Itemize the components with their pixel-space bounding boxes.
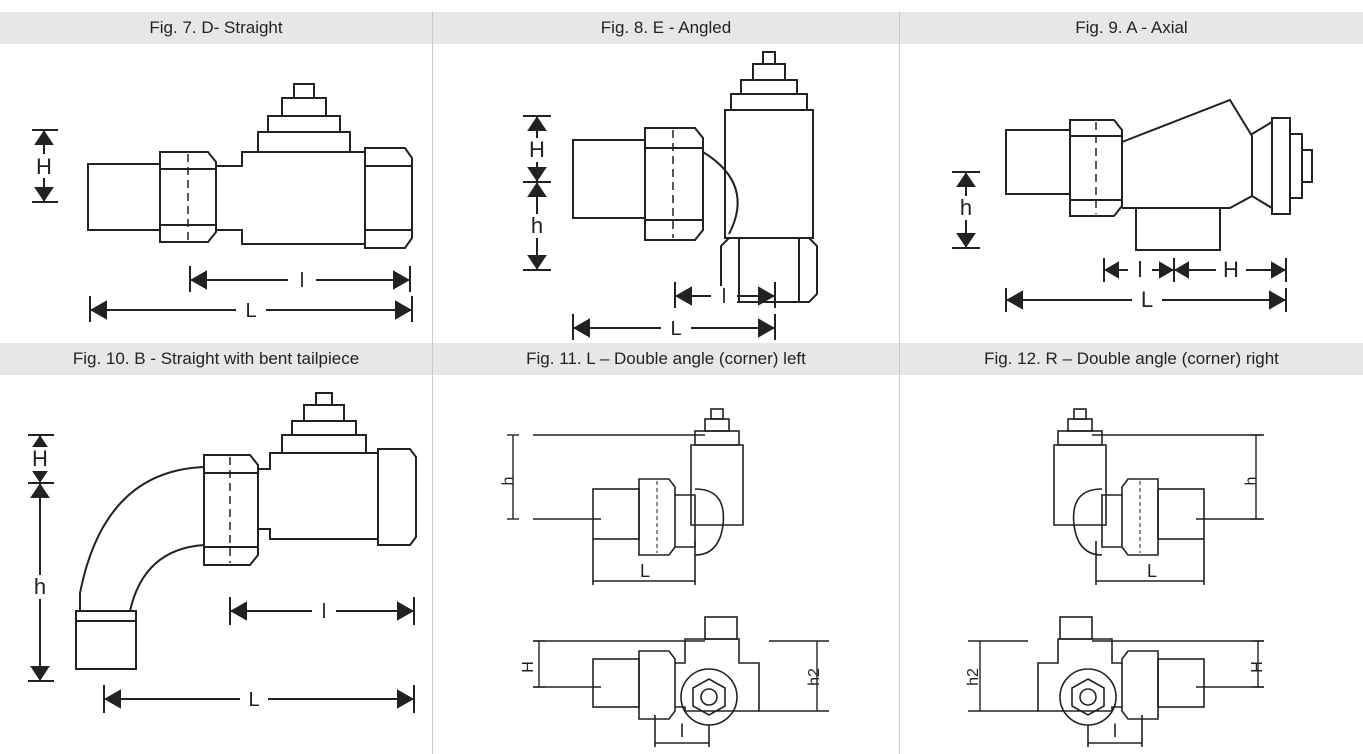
- dim-H: H: [36, 154, 52, 179]
- dim-l: l: [1113, 721, 1117, 741]
- dim-L: L: [1147, 561, 1157, 581]
- figure-7: Fig. 7. D- Straight: [0, 12, 432, 342]
- top-view-hex: [1059, 668, 1117, 726]
- top-view-hex: [680, 668, 738, 726]
- dim-h: h: [531, 213, 543, 238]
- bent-tailpiece-valve-drawing: H h l L: [26, 392, 417, 713]
- tailpiece: [572, 139, 646, 219]
- tailpiece-end: [75, 610, 137, 670]
- column-divider: [432, 12, 433, 754]
- figure-10: Fig. 10. B - Straight with bent tailpiec…: [0, 343, 432, 754]
- dim-L: L: [248, 689, 259, 711]
- figure-caption: Fig. 12. R – Double angle (corner) right: [900, 343, 1363, 375]
- elbow-curve: [702, 151, 739, 235]
- dim-h2: h2: [806, 668, 823, 686]
- bonnet: [257, 131, 351, 152]
- dim-L: L: [640, 561, 650, 581]
- tailpiece: [592, 658, 640, 708]
- outlet-hex: [720, 237, 818, 303]
- dim-H: H: [1223, 257, 1239, 282]
- double-angle-right-drawing: h L: [965, 408, 1266, 747]
- union-nut: [644, 127, 704, 241]
- tailpiece: [87, 163, 161, 231]
- dim-h: h: [960, 195, 972, 220]
- dim-h2: h2: [965, 668, 982, 686]
- tailpiece: [1157, 658, 1205, 708]
- figure-9: Fig. 9. A - Axial: [900, 12, 1363, 342]
- dim-H: H: [529, 137, 545, 162]
- figure-8: Fig. 8. E - Angled: [433, 12, 899, 342]
- bent-tail-inner: [129, 544, 205, 612]
- dim-h: h: [500, 477, 517, 486]
- dim-L: L: [670, 318, 681, 340]
- column-divider: [899, 12, 900, 754]
- valve-body: [258, 452, 379, 540]
- angled-valve-drawing: H h l L: [523, 51, 818, 340]
- tailpiece: [592, 488, 640, 540]
- dim-L: L: [1141, 287, 1153, 312]
- straight-valve-drawing: H l L: [30, 83, 413, 322]
- figure-caption: Fig. 9. A - Axial: [900, 12, 1363, 44]
- dim-l: l: [680, 721, 684, 741]
- valve-body: [216, 151, 366, 245]
- figure-11: Fig. 11. L – Double angle (corner) left: [433, 343, 899, 754]
- figure-caption: Fig. 11. L – Double angle (corner) left: [433, 343, 899, 375]
- dim-l: l: [300, 270, 304, 292]
- figure-caption: Fig. 8. E - Angled: [433, 12, 899, 44]
- figure-caption: Fig. 10. B - Straight with bent tailpiec…: [0, 343, 432, 375]
- elbow: [1072, 488, 1103, 556]
- bent-tail-outer: [79, 466, 205, 611]
- union-nut: [203, 454, 259, 566]
- valve-head: [1053, 444, 1107, 526]
- dim-H: H: [1249, 661, 1266, 673]
- valve-body: [675, 638, 760, 712]
- dim-l: l: [722, 286, 726, 308]
- valve-body: [1037, 638, 1122, 712]
- axial-valve-drawing: h l H L: [952, 98, 1313, 312]
- tailpiece: [1005, 129, 1071, 195]
- dim-H: H: [520, 661, 537, 673]
- valve-body: [1121, 98, 1253, 209]
- figure-12: Fig. 12. R – Double angle (corner) right: [900, 343, 1363, 754]
- elbow: [694, 488, 725, 556]
- figure-caption: Fig. 7. D- Straight: [0, 12, 432, 44]
- dim-h: h: [34, 574, 46, 599]
- tailpiece: [1157, 488, 1205, 540]
- valve-head: [690, 444, 744, 526]
- dim-L: L: [245, 300, 256, 322]
- outlet-hex: [364, 147, 413, 249]
- union-nut: [1069, 119, 1123, 217]
- union-nut: [159, 151, 217, 243]
- dim-h: h: [1243, 477, 1260, 486]
- dim-l: l: [322, 601, 326, 623]
- union-nut: [638, 650, 676, 720]
- valve-body: [724, 109, 814, 239]
- outlet-stub: [1135, 208, 1221, 251]
- dim-l: l: [1138, 257, 1143, 282]
- outlet-hex: [377, 448, 417, 546]
- union-nut: [1121, 650, 1159, 720]
- dim-H: H: [32, 446, 48, 471]
- double-angle-left-drawing: h L: [500, 408, 829, 747]
